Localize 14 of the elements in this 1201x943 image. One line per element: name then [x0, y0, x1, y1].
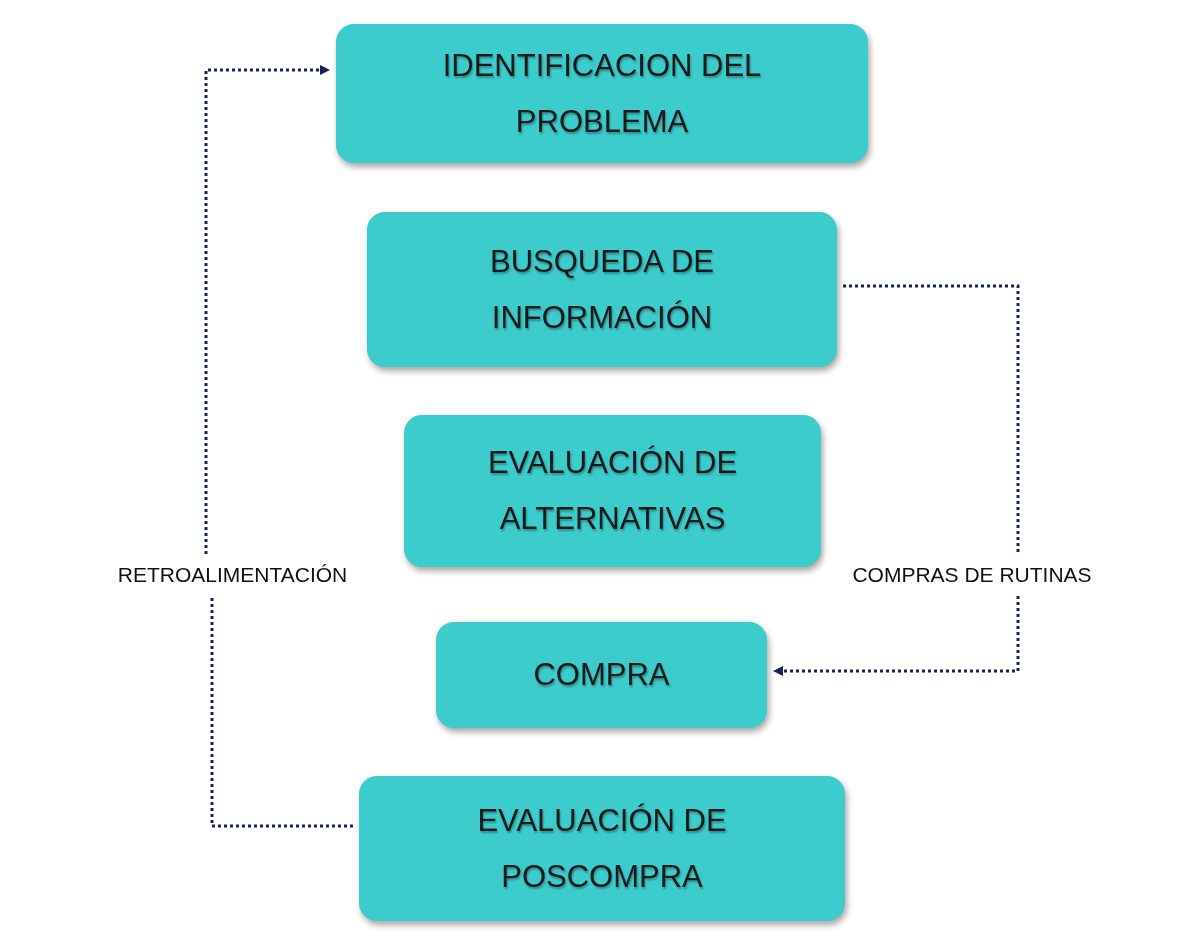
- process-box: [367, 212, 837, 367]
- flow-label: COMPRAS DE RUTINAS: [852, 563, 1092, 587]
- process-box: [404, 415, 821, 567]
- box-label: EVALUACIÓN DE POSCOMPRA: [476, 801, 728, 896]
- box-label: IDENTIFICACION DEL PROBLEMA: [441, 46, 763, 141]
- box-label: EVALUACIÓN DE ALTERNATIVAS: [486, 444, 739, 538]
- process-box: [336, 24, 868, 163]
- process-box: [436, 622, 767, 728]
- box-label: BUSQUEDA DE INFORMACIÓN: [489, 242, 715, 337]
- flow-label: RETROALIMENTACIÓN: [117, 563, 348, 587]
- box-label: COMPRA: [533, 656, 670, 694]
- process-box: [359, 776, 845, 921]
- dotted-arrow: [204, 65, 330, 554]
- dotted-arrow: [773, 596, 1020, 676]
